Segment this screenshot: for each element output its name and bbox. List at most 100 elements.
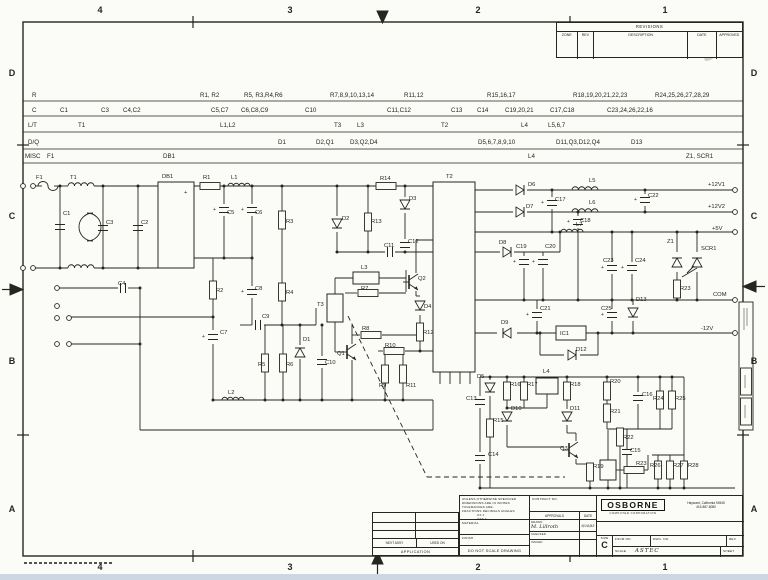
- component-label: R7: [361, 286, 368, 292]
- ref-entry: C23,24,26,22,16: [607, 107, 653, 114]
- terminal: [732, 297, 738, 303]
- component-box: [535, 377, 559, 395]
- ref-entry: C4,C2: [123, 107, 141, 114]
- revisions-col-approved: APPROVED: [719, 33, 740, 37]
- polarity-mark: +: [601, 265, 604, 271]
- resistor: [673, 279, 681, 299]
- component-label: C24: [635, 258, 646, 264]
- zone-letter-left: D: [9, 68, 16, 78]
- polarity-mark: +: [532, 259, 535, 265]
- ref-entry: T3: [334, 122, 342, 129]
- junction-dot: [643, 210, 647, 214]
- junction-dot: [263, 398, 267, 402]
- size-value: C: [601, 540, 608, 550]
- junction-dot: [522, 375, 526, 379]
- polarity-mark: +: [621, 265, 624, 271]
- resistor: [520, 381, 528, 401]
- component-label: IC1: [560, 331, 569, 337]
- zone-letter-left: C: [9, 211, 16, 221]
- diode: [627, 307, 639, 318]
- component-label: T2: [446, 174, 453, 180]
- junction-dot: [101, 184, 105, 188]
- component-label: C1: [63, 211, 70, 217]
- junction-dot: [610, 331, 614, 335]
- zone-number-top: 1: [662, 5, 667, 15]
- ref-entry: T2: [441, 122, 449, 129]
- polarity-mark: +: [601, 312, 604, 318]
- component-label: D5: [477, 374, 484, 380]
- sheet-cell: SHEET: [720, 547, 744, 557]
- component-label: C10: [325, 360, 336, 366]
- component-label: C11: [384, 243, 394, 249]
- ref-entry: C5,C7: [211, 107, 229, 114]
- drawn-label: DRAWN: [531, 520, 543, 524]
- tolerance-line: .XXX ±: [476, 517, 487, 521]
- junction-dot: [211, 398, 215, 402]
- junction-dot: [636, 375, 640, 379]
- junction-dot: [136, 266, 140, 270]
- contract-cell: CONTRACT NO.: [530, 496, 597, 512]
- component-label: R9: [379, 383, 386, 389]
- component-label: C12: [408, 239, 419, 245]
- junction-dot: [550, 188, 554, 192]
- component-label: T3: [317, 302, 324, 308]
- resistor: [616, 427, 624, 447]
- component-label: C23: [603, 258, 614, 264]
- component-label: D12: [576, 347, 587, 353]
- tolerance-line: DIMENSIONS ARE IN INCHES: [462, 501, 510, 505]
- component-label: C3: [106, 220, 113, 226]
- junction-dot: [596, 331, 600, 335]
- component-label: T1: [70, 175, 77, 181]
- diode: [671, 257, 683, 268]
- ref-entry: L1,L2: [220, 122, 236, 129]
- junction-dot: [403, 184, 407, 188]
- resistor: [383, 347, 405, 355]
- polarity-mark: +: [541, 200, 544, 206]
- ref-entry: L5,6,7: [548, 122, 566, 129]
- fuse: [37, 181, 59, 191]
- diode: [567, 349, 577, 361]
- junction-dot: [366, 250, 370, 254]
- component-label: -12V: [701, 326, 713, 332]
- resistor: [375, 182, 397, 190]
- ref-entry: L4: [521, 122, 528, 129]
- junction-dot: [630, 230, 634, 234]
- junction-dot: [298, 323, 302, 327]
- resistor: [357, 289, 379, 297]
- component-label: R8: [362, 326, 369, 332]
- component-label: COM: [713, 292, 727, 298]
- component-label: L7: [576, 222, 582, 228]
- component-label: C6: [255, 210, 262, 216]
- component-label: R20: [610, 379, 621, 385]
- tolerance-line: .XX ±: [476, 513, 485, 517]
- component-label: R24: [653, 396, 664, 402]
- border-strip: [738, 301, 754, 431]
- component-label: C15: [630, 448, 641, 454]
- zone-letter-right: D: [751, 68, 758, 78]
- tolerance-line: TOLERANCES ARE:: [462, 505, 494, 509]
- ref-entry: D5,6,7,8,9,10: [478, 139, 516, 146]
- component-label: C17: [555, 197, 566, 203]
- component-label: L2: [228, 390, 234, 396]
- terminal: [20, 265, 26, 271]
- component-box: [326, 293, 344, 323]
- component-label: R19: [593, 464, 604, 470]
- component-label: R14: [380, 176, 391, 182]
- component-label: Q1: [337, 351, 345, 357]
- component-label: R28: [688, 463, 699, 469]
- component-label: L5: [589, 178, 595, 184]
- issued-date-cell: [579, 540, 597, 557]
- junction-dot: [250, 184, 254, 188]
- resistor: [586, 462, 594, 482]
- junction-dot: [478, 486, 482, 490]
- resistor: [209, 280, 217, 300]
- component-label: R21: [610, 409, 621, 415]
- component-label: C20: [545, 244, 556, 250]
- ref-entry: C6,C8,C9: [241, 107, 269, 114]
- terminal: [54, 315, 60, 321]
- ref-entry: R1, R2: [200, 92, 220, 99]
- inductor: [221, 396, 245, 401]
- component-label: R4: [286, 290, 294, 296]
- scan-edge: [0, 574, 768, 580]
- junction-dot: [550, 230, 554, 234]
